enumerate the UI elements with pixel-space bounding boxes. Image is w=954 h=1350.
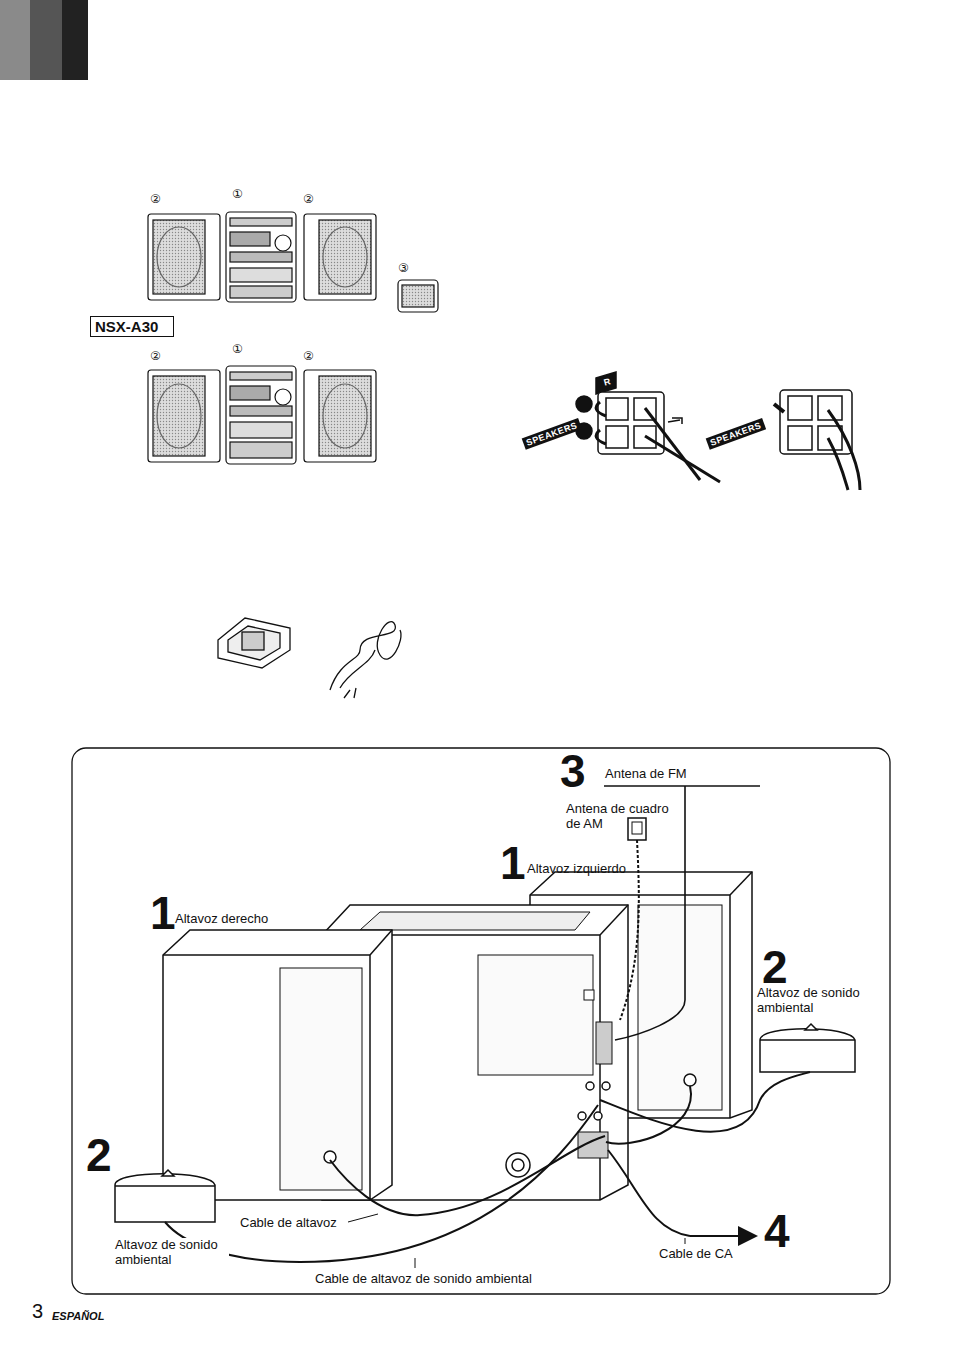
callout-number: ② xyxy=(303,350,314,364)
callout-number: ② xyxy=(150,350,161,364)
part-label: Cable de altavoz xyxy=(238,1216,339,1231)
part-label: Cable de CA xyxy=(657,1247,735,1262)
part-label: Altavoz de sonido ambiental xyxy=(113,1238,229,1268)
part-label: Cable de altavoz de sonido ambiental xyxy=(313,1272,534,1287)
part-label: Antena de FM xyxy=(603,767,689,782)
callout-number: ② xyxy=(303,193,314,207)
page-number: 3 xyxy=(32,1300,43,1323)
callout-number: ② xyxy=(150,193,161,207)
callout-number: ① xyxy=(232,343,243,357)
model-tag: NSX-A30 xyxy=(90,316,174,337)
callout-number: ① xyxy=(232,188,243,202)
step-number: 2 xyxy=(86,1132,112,1178)
step-number: 4 xyxy=(764,1208,790,1254)
step-number: 1 xyxy=(150,890,176,936)
step-number: 3 xyxy=(560,748,586,794)
part-label: Altavoz derecho xyxy=(175,912,268,927)
callout-number: ③ xyxy=(398,262,409,276)
model-name: NSX-A30 xyxy=(95,318,169,335)
part-label: Altavoz de sonido ambiental xyxy=(757,986,869,1016)
terminal-tab: SPEAKERS xyxy=(522,418,582,450)
part-label: Altavoz izquierdo xyxy=(527,862,626,877)
language-tag: ESPAÑOL xyxy=(52,1310,104,1323)
part-label: Antena de cuadro de AM xyxy=(566,802,678,832)
step-number: 1 xyxy=(500,840,526,886)
step-number: 2 xyxy=(762,944,788,990)
terminal-tab: SPEAKERS xyxy=(706,418,766,450)
